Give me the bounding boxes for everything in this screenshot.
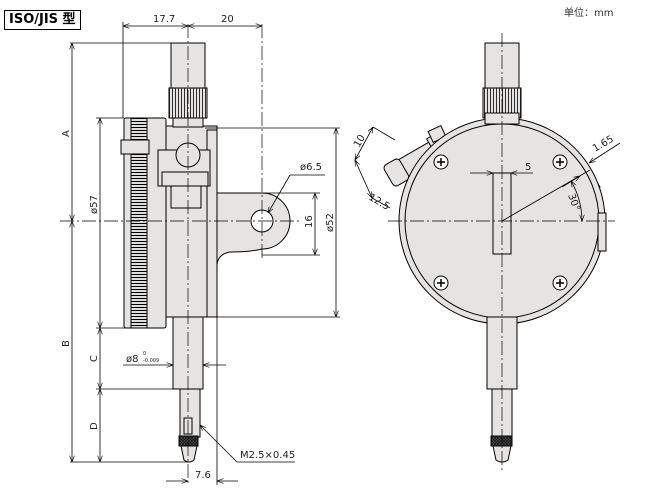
dim-C: C xyxy=(89,355,100,362)
side-view: 17.7 20 A B ø57 C D ø6.5 16 ø52 ø8 0 -0.… xyxy=(60,14,340,485)
dim-10: 10 xyxy=(352,133,368,150)
front-view: 5 1.65 30° 10 12.5 xyxy=(352,33,621,470)
dim-D: D xyxy=(89,422,100,430)
dim-phi8-tol-upper: 0 xyxy=(143,351,146,357)
dim-phi6-5: ø6.5 xyxy=(300,162,322,173)
dim-phi52: ø52 xyxy=(325,213,336,232)
dim-16: 16 xyxy=(304,215,315,228)
dim-12-5: 12.5 xyxy=(367,192,392,213)
dim-7-6: 7.6 xyxy=(195,470,211,481)
screws xyxy=(433,154,568,291)
dim-20: 20 xyxy=(221,14,234,25)
dim-A: A xyxy=(61,130,72,137)
unit-label: 单位：mm xyxy=(564,8,614,19)
dim-thread: M2.5×0.45 xyxy=(240,450,295,461)
dim-17-7: 17.7 xyxy=(153,14,175,25)
dim-B: B xyxy=(61,340,72,347)
contact-knurl xyxy=(178,435,199,447)
standard-badge: ISO/JIS 型 xyxy=(4,10,81,30)
contact-point xyxy=(180,445,198,463)
dim-phi57: ø57 xyxy=(89,195,100,214)
dim-5: 5 xyxy=(525,162,531,173)
bezel-knurl xyxy=(130,117,148,329)
dim-phi8-tol-lower: -0.009 xyxy=(143,358,159,364)
dim-phi8: ø8 xyxy=(126,354,138,365)
dim-1-65: 1.65 xyxy=(591,134,616,155)
